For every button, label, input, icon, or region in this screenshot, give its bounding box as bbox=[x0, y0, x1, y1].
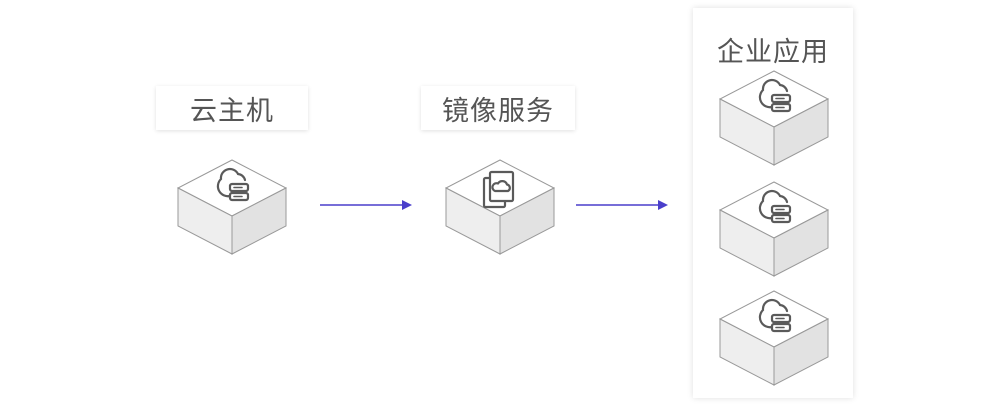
image-service-node bbox=[444, 159, 556, 255]
cloud-server-icon bbox=[758, 189, 792, 224]
arrow-host-to-image bbox=[320, 200, 412, 210]
enterprise-apps-label: 企业应用 bbox=[717, 37, 829, 68]
enterprise-app-node-3 bbox=[718, 290, 830, 386]
cloud-server-icon bbox=[216, 167, 250, 202]
cloud-image-icon bbox=[482, 170, 515, 209]
enterprise-app-node-1 bbox=[718, 70, 830, 166]
host-node bbox=[176, 159, 288, 255]
cloud-server-icon bbox=[758, 298, 792, 333]
arrow-image-to-enterprise bbox=[576, 200, 668, 210]
enterprise-app-node-2 bbox=[718, 181, 830, 277]
cloud-server-icon bbox=[758, 78, 792, 113]
host-label: 云主机 bbox=[156, 86, 308, 130]
image-service-label: 镜像服务 bbox=[421, 86, 575, 130]
